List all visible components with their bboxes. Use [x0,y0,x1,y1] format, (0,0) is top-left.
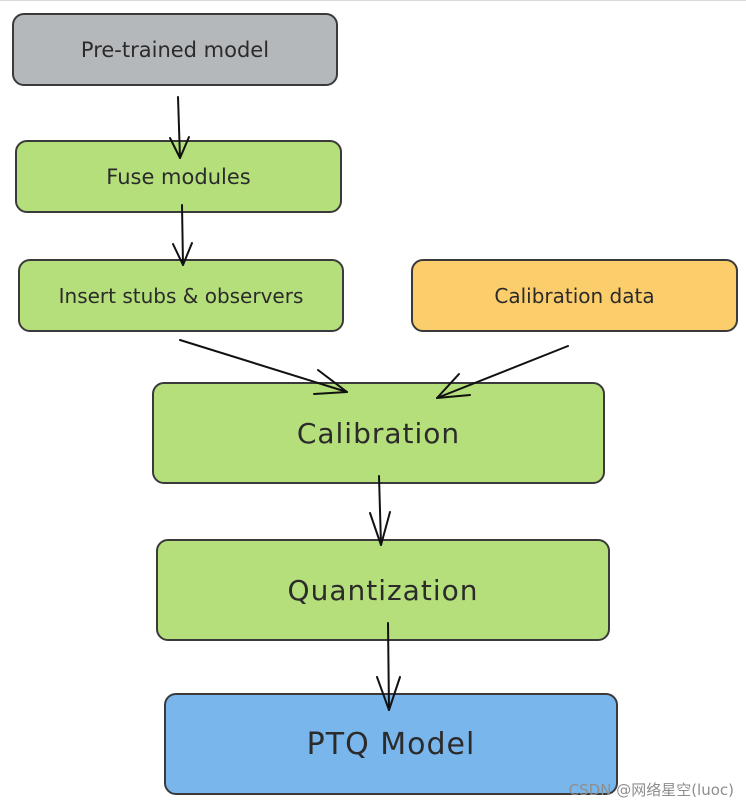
edge-calibration-to-quantization [369,475,391,546]
node-insert-stubs-observers: Insert stubs & observers [18,259,344,332]
node-pretrained-model: Pre-trained model [12,13,338,86]
node-calibration-data-label: Calibration data [494,283,655,308]
node-quantization-label: Quantization [287,573,479,607]
node-ptq-model-label: PTQ Model [306,726,476,762]
node-fuse-modules-label: Fuse modules [106,164,251,189]
node-insert-stubs-observers-label: Insert stubs & observers [58,283,304,308]
node-pretrained-model-label: Pre-trained model [80,37,270,62]
watermark: CSDN @网络星空(luoc) [568,781,734,799]
node-fuse-modules: Fuse modules [15,140,342,213]
edge-fuse-to-insert [172,204,193,266]
node-calibration: Calibration [152,382,605,484]
node-calibration-data: Calibration data [411,259,738,332]
node-quantization: Quantization [156,539,610,641]
node-ptq-model: PTQ Model [164,693,618,795]
node-calibration-label: Calibration [296,416,461,450]
top-divider [0,0,746,1]
